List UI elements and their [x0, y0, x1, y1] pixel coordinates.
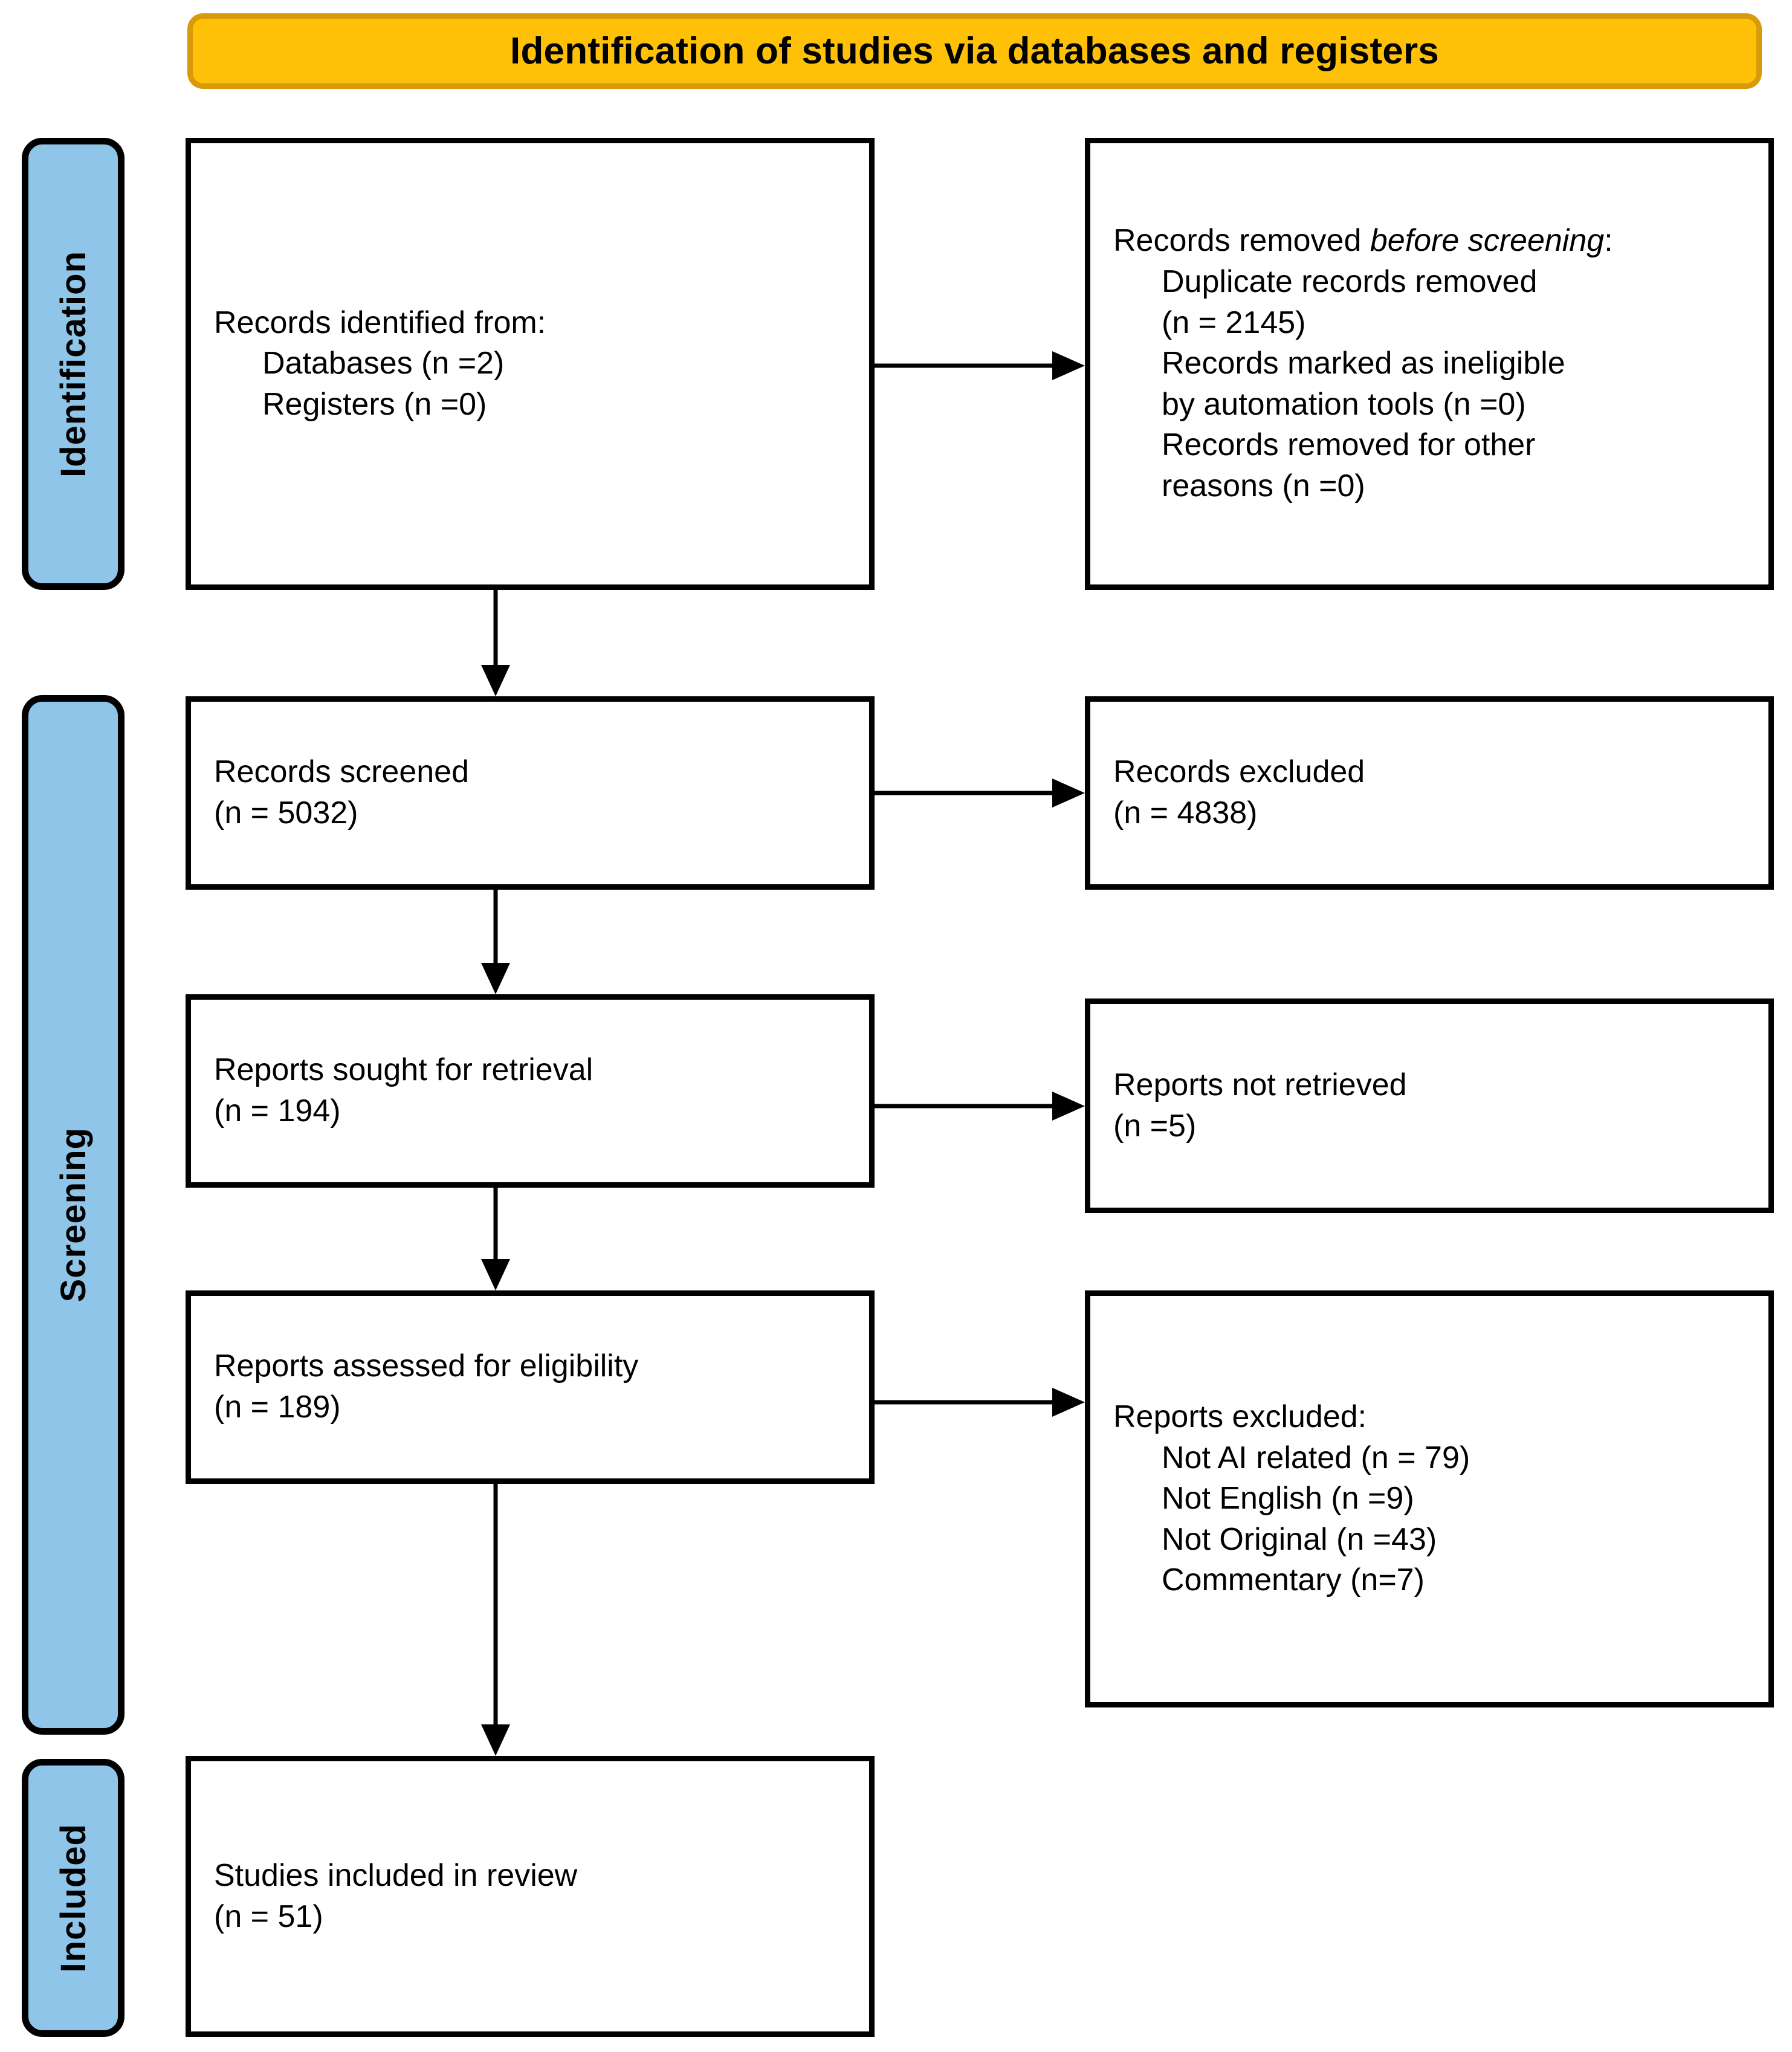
arrow-identified-to-removed-before [875, 348, 1087, 384]
arrow-sought-to-not-retrieved [875, 1088, 1087, 1124]
records-removed-automation-line1: Records marked as ineligible [1162, 346, 1565, 381]
phase-label-text: Screening [53, 1127, 93, 1303]
reports-excluded-not-original: Not Original (n =43) [1162, 1521, 1437, 1557]
phase-label-text: Included [53, 1823, 93, 1973]
reports-not-retrieved-label: Reports not retrieved [1113, 1067, 1407, 1102]
banner-title: Identification of studies via databases … [510, 30, 1439, 72]
records-identified-heading: Records identified from: [214, 305, 546, 340]
box-reports-assessed-for-eligibility: Reports assessed for eligibility (n = 18… [186, 1290, 875, 1484]
records-identified-databases: Databases (n =2) [262, 346, 505, 381]
phase-label-included: Included [22, 1759, 125, 2037]
records-removed-heading: Records removed before screening: [1113, 223, 1613, 259]
records-removed-other-line2: reasons (n =0) [1162, 468, 1365, 503]
records-identified-registers: Registers (n =0) [262, 386, 487, 422]
reports-excluded-heading: Reports excluded: [1113, 1399, 1367, 1435]
records-excluded-label: Records excluded [1113, 754, 1365, 790]
reports-excluded-not-ai-related: Not AI related (n = 79) [1162, 1440, 1470, 1475]
reports-not-retrieved-count: (n =5) [1113, 1108, 1197, 1144]
records-screened-label: Records screened [214, 754, 469, 790]
records-screened-count: (n = 5032) [214, 795, 358, 830]
records-removed-automation-line2: by automation tools (n =0) [1162, 386, 1526, 422]
records-removed-duplicates-line1: Duplicate records removed [1162, 264, 1538, 300]
phase-label-identification: Identification [22, 138, 125, 590]
phase-label-text: Identification [53, 250, 93, 477]
reports-assessed-label: Reports assessed for eligibility [214, 1348, 639, 1384]
box-reports-excluded: Reports excluded: Not AI related (n = 79… [1085, 1290, 1774, 1707]
records-excluded-count: (n = 4838) [1113, 795, 1258, 830]
box-records-removed-before-screening: Records removed before screening: Duplic… [1085, 138, 1774, 590]
box-records-screened: Records screened (n = 5032) [186, 696, 875, 890]
reports-sought-count: (n = 194) [214, 1093, 341, 1128]
diagram-header-banner: Identification of studies via databases … [187, 13, 1762, 89]
arrow-identified-to-screened [477, 590, 514, 697]
phase-label-screening: Screening [22, 695, 125, 1735]
box-records-identified: Records identified from: Databases (n =2… [186, 138, 875, 590]
studies-included-label: Studies included in review [214, 1857, 578, 1893]
arrow-assessed-to-included [477, 1484, 514, 1757]
reports-excluded-not-english: Not English (n =9) [1162, 1481, 1414, 1516]
reports-excluded-commentary: Commentary (n=7) [1162, 1562, 1425, 1598]
records-removed-duplicates-line2: (n = 2145) [1162, 305, 1306, 340]
arrow-assessed-to-reports-excluded [875, 1384, 1087, 1420]
studies-included-count: (n = 51) [214, 1898, 323, 1934]
records-removed-other-line1: Records removed for other [1162, 427, 1536, 463]
arrow-screened-to-sought [477, 890, 514, 995]
box-studies-included-in-review: Studies included in review (n = 51) [186, 1756, 875, 2037]
box-reports-sought-for-retrieval: Reports sought for retrieval (n = 194) [186, 994, 875, 1188]
arrow-screened-to-records-excluded [875, 775, 1087, 811]
box-records-excluded: Records excluded (n = 4838) [1085, 696, 1774, 890]
box-reports-not-retrieved: Reports not retrieved (n =5) [1085, 998, 1774, 1213]
arrow-sought-to-assessed [477, 1188, 514, 1292]
reports-assessed-count: (n = 189) [214, 1390, 341, 1425]
reports-sought-label: Reports sought for retrieval [214, 1052, 594, 1088]
